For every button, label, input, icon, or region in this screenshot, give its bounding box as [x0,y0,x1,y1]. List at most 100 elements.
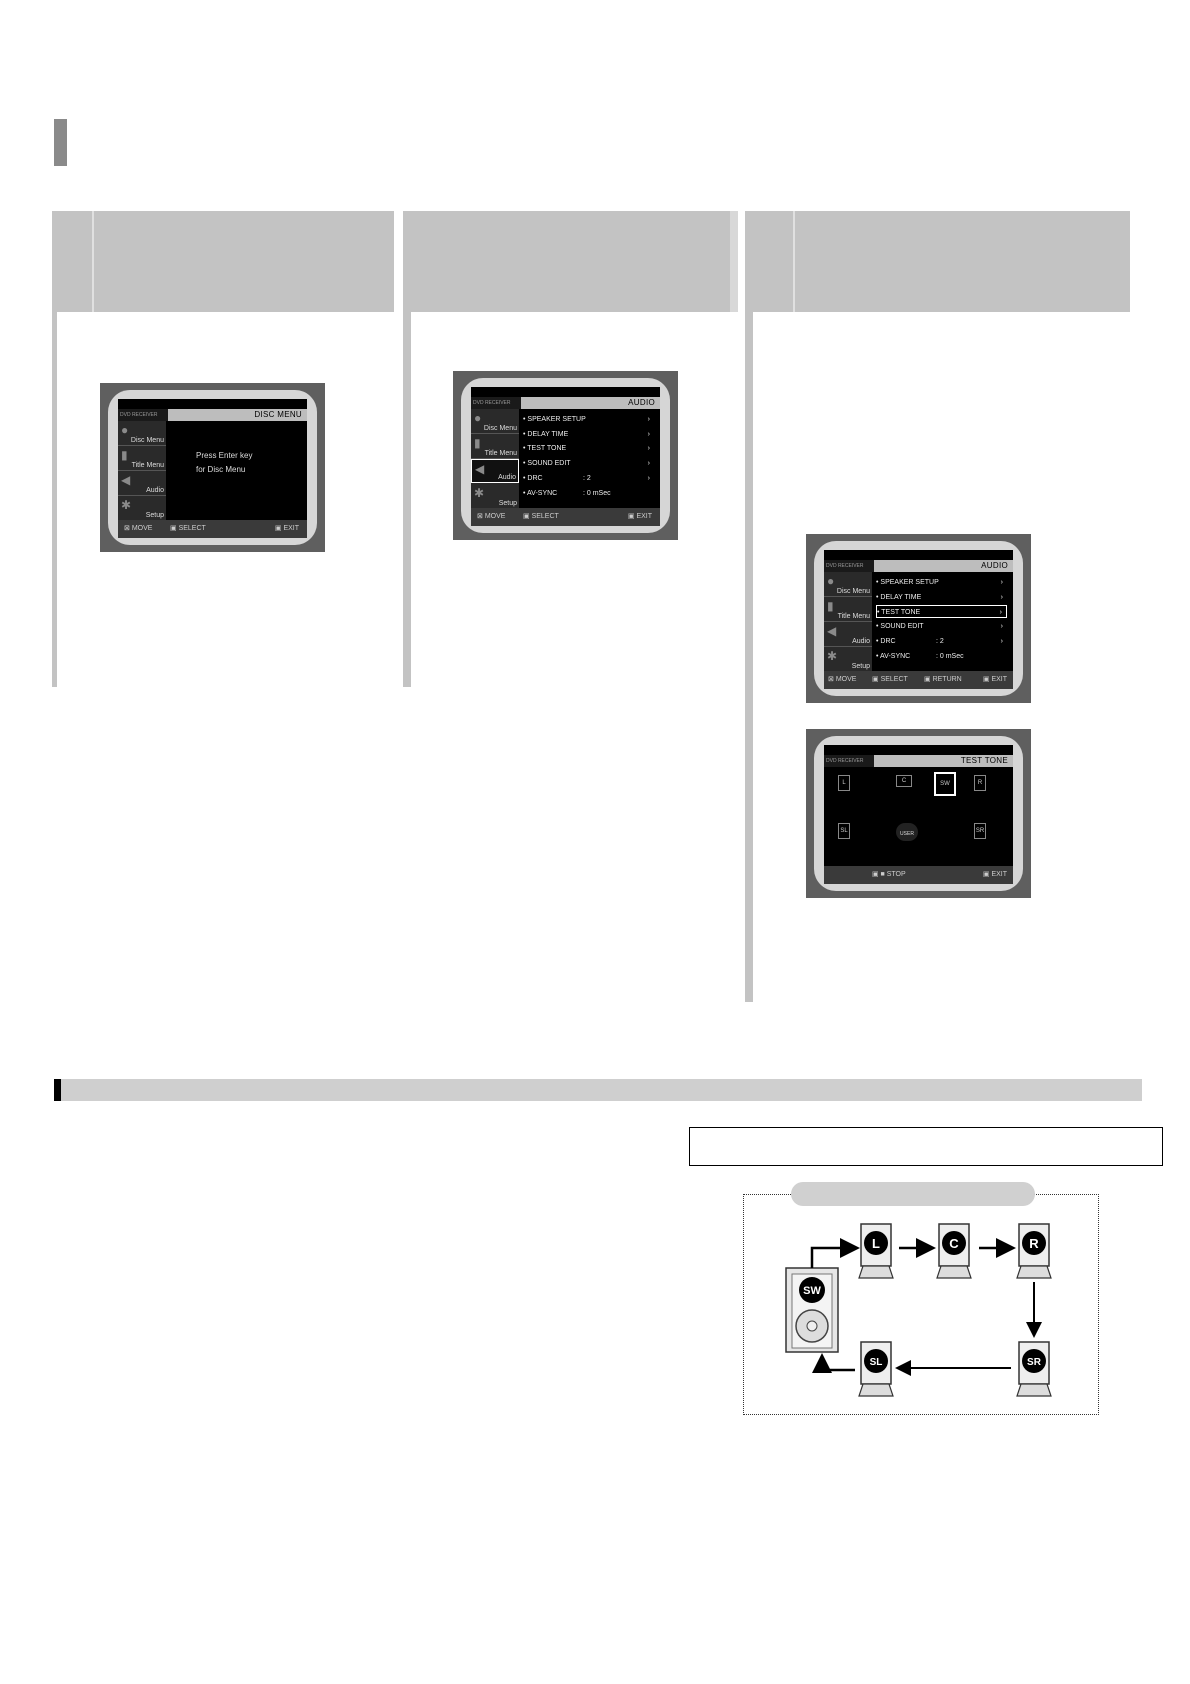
sidebar-item-audio: ◀Audio [118,471,166,496]
screen-footer: ⊠ MOVE ▣ SELECT ▣ RETURN ▣ EXIT [824,671,1013,689]
footer-move: ⊠ MOVE [124,525,153,532]
arrow-sw-to-l [810,1238,860,1268]
screen-title: AUDIO [981,561,1008,570]
menu-item-drc: • DRC: 2› [876,638,1003,645]
audio-test-display: DVD RECEIVER AUDIO ●Disc Menu ▮Title Men… [824,550,1013,689]
test-tone-screen: DVD RECEIVER TEST TONE L C SW R SL SR US… [806,729,1031,898]
surround-left-speaker: SL [858,1341,894,1397]
speaker-sr-icon: SR [974,823,986,839]
screen-footer: ⊠ MOVE ▣ SELECT ▣ EXIT [118,520,307,538]
disc-menu-message-1: Press Enter key [196,451,253,460]
sidebar-item-disc-menu: ●Disc Menu [118,421,166,446]
gear-icon: ✱ [827,649,838,663]
footer-stop: ▣ ■ STOP [872,871,906,878]
menu-item-speaker-setup: • SPEAKER SETUP› [523,416,650,423]
title-icon: ▮ [121,448,128,462]
screen-footer: ▣ ■ STOP ▣ EXIT [824,866,1013,884]
screen-title: DISC MENU [254,410,302,419]
subwoofer-speaker: SW [785,1267,839,1353]
sidebar-item-disc-menu: ●Disc Menu [471,409,519,434]
footer-exit: ▣ EXIT [627,513,652,520]
menu-item-delay-time: • DELAY TIME› [523,431,650,438]
menu-item-av-sync: • AV-SYNC: 0 mSec [876,653,964,660]
footer-exit: ▣ EXIT [274,525,299,532]
footer-exit: ▣ EXIT [982,676,1007,683]
column-3-rule [745,312,753,1002]
gear-icon: ✱ [474,486,485,500]
screen-sidebar: ●Disc Menu ▮Title Menu ◀Audio ✱Setup [118,421,166,521]
disc-icon: ● [827,574,835,588]
menu-item-test-tone: • TEST TONE› [523,445,650,452]
column-1-header [52,211,394,312]
speaker-label-l: L [872,1236,880,1251]
column-2-header-divider [730,211,738,312]
disc-menu-screen: DVD RECEIVER DISC MENU ●Disc Menu ▮Title… [100,383,325,552]
screen-brand: DVD RECEIVER [118,409,168,421]
screen-footer: ⊠ MOVE ▣ SELECT ▣ EXIT [471,508,660,526]
footer-select: ▣ SELECT [523,513,559,520]
screen-sidebar: ●Disc Menu ▮Title Menu ◀Audio ✱Setup [471,409,519,509]
speaker-icon: ◀ [827,624,837,638]
speaker-icon: ◀ [475,462,485,476]
footer-return: ▣ RETURN [924,676,962,683]
menu-item-delay-time: • DELAY TIME› [876,594,1003,601]
screen-brand: DVD RECEIVER [824,755,874,767]
speaker-l-icon: L [838,775,850,791]
user-icon: USER [896,823,918,841]
test-tone-display: DVD RECEIVER TEST TONE L C SW R SL SR US… [824,745,1013,884]
surround-right-speaker: SR [1016,1341,1052,1397]
section-bar [54,1079,1142,1101]
speaker-label-sr: SR [1027,1357,1042,1368]
disc-icon: ● [121,423,129,437]
diagram-title-pill [791,1182,1035,1206]
disc-menu-message-2: for Disc Menu [196,465,246,474]
footer-select: ▣ SELECT [872,676,908,683]
speaker-c-icon: C [896,775,912,787]
column-1-header-divider [92,211,94,312]
title-marker [54,119,67,166]
footer-move: ⊠ MOVE [828,676,857,683]
sidebar-item-disc-menu: ●Disc Menu [824,572,872,597]
speaker-sw-icon: SW [934,772,956,796]
menu-item-sound-edit: • SOUND EDIT› [876,623,1003,630]
speaker-sl-icon: SL [838,823,850,839]
speaker-diagram-svg: SW L C R SL SR [785,1223,1052,1397]
sidebar-item-title-menu: ▮Title Menu [471,434,519,459]
menu-item-speaker-setup: • SPEAKER SETUP› [876,579,1003,586]
audio-menu-screen: DVD RECEIVER AUDIO ●Disc Menu ▮Title Men… [453,371,678,540]
screen-title: AUDIO [628,398,655,407]
menu-item-drc: • DRC: 2› [523,475,650,482]
column-3-header [745,211,1130,312]
arrow-sl-to-sw [812,1353,855,1373]
screen-brand: DVD RECEIVER [824,560,874,572]
audio-menu-display: DVD RECEIVER AUDIO ●Disc Menu ▮Title Men… [471,387,660,526]
sidebar-item-audio: ◀Audio [824,622,872,647]
footer-select: ▣ SELECT [170,525,206,532]
screen-brand: DVD RECEIVER [471,397,521,409]
note-box [689,1127,1163,1166]
sidebar-item-title-menu: ▮Title Menu [118,446,166,471]
disc-icon: ● [474,411,482,425]
speaker-label-sw: SW [803,1285,821,1297]
menu-item-test-tone-selected: • TEST TONE› [876,605,1007,618]
speaker-label-sl: SL [870,1357,883,1368]
speaker-icon: ◀ [121,473,131,487]
sidebar-item-title-menu: ▮Title Menu [824,597,872,622]
screen-title: TEST TONE [960,756,1008,765]
column-1-rule [52,312,57,687]
title-icon: ▮ [474,436,481,450]
sidebar-item-audio: ◀Audio [471,459,519,483]
sidebar-item-setup: ✱Setup [471,484,519,509]
right-speaker: R [1016,1223,1052,1279]
menu-item-sound-edit: • SOUND EDIT› [523,460,650,467]
footer-move: ⊠ MOVE [477,513,506,520]
disc-menu-display: DVD RECEIVER DISC MENU ●Disc Menu ▮Title… [118,399,307,538]
left-speaker: L [858,1223,894,1279]
gear-icon: ✱ [121,498,132,512]
menu-item-av-sync: • AV-SYNC: 0 mSec [523,490,611,497]
screen-sidebar: ●Disc Menu ▮Title Menu ◀Audio ✱Setup [824,572,872,672]
sidebar-item-setup: ✱Setup [118,496,166,521]
center-speaker: C [936,1223,972,1279]
audio-test-tone-screen: DVD RECEIVER AUDIO ●Disc Menu ▮Title Men… [806,534,1031,703]
column-2-rule [403,312,411,687]
